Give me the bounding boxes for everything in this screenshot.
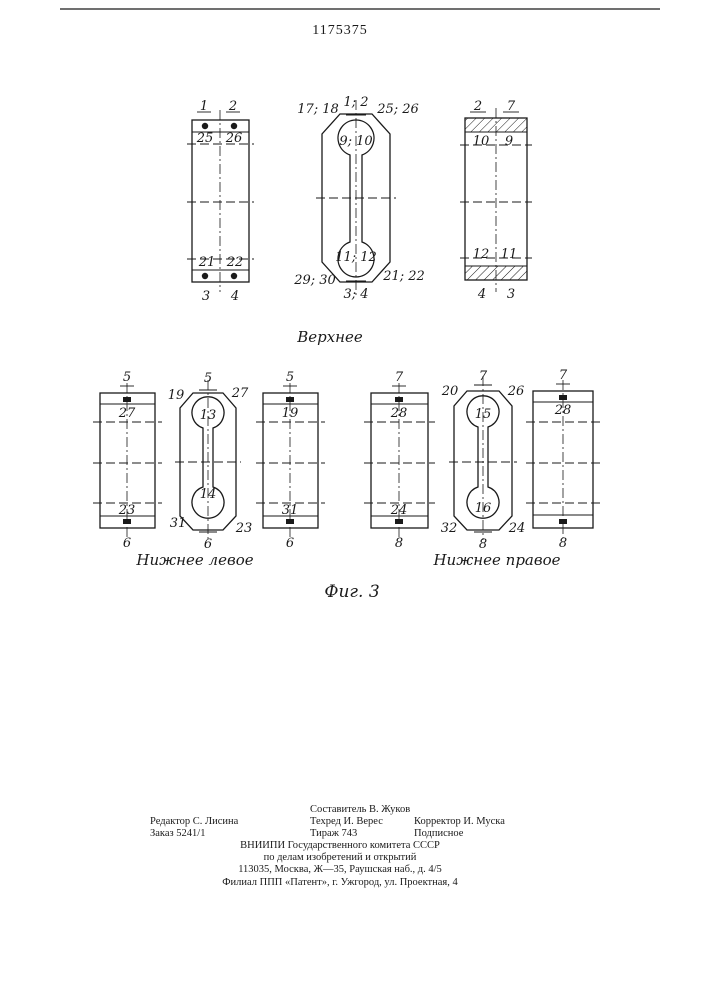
label: 31 — [170, 516, 187, 531]
label: 29; 30 — [293, 273, 336, 288]
label: 2 — [473, 99, 482, 114]
label: 7 — [559, 368, 568, 383]
label: 14 — [200, 487, 217, 502]
label: 6 — [204, 537, 212, 552]
square-marker-icon — [395, 519, 403, 524]
label: 5 — [286, 370, 294, 385]
label: 11 — [501, 247, 518, 262]
caption-lower-left: Нижнее левое — [135, 551, 253, 569]
figure-caption: Фиг. 3 — [324, 582, 379, 602]
imprint-org2: по делам изобретений и открытий — [264, 852, 417, 863]
dot-marker-icon — [231, 123, 237, 129]
label: 23 — [235, 521, 253, 536]
label: 6 — [286, 536, 294, 551]
label: 1 — [200, 99, 208, 114]
label: 19 — [168, 388, 185, 403]
label: 22 — [226, 255, 244, 270]
imprint-order: Заказ 5241/1 — [150, 828, 205, 839]
label: 4 — [230, 289, 239, 304]
label: 3; 4 — [343, 287, 368, 302]
label: 32 — [441, 521, 458, 536]
imprint-org1: ВНИИПИ Государственного комитета СССР — [240, 840, 440, 851]
label: 3 — [507, 287, 515, 302]
label: 7 — [507, 99, 516, 114]
label: 24 — [508, 521, 526, 536]
label: 15 — [475, 407, 492, 422]
label: 12 — [473, 247, 490, 262]
imprint-techred: Техред И. Верес — [310, 816, 383, 827]
dot-marker-icon — [231, 273, 237, 279]
label: 13 — [200, 408, 217, 423]
square-marker-icon — [123, 519, 131, 524]
label: 21; 22 — [382, 269, 425, 284]
label: 24 — [390, 503, 408, 518]
label: 5 — [123, 370, 131, 385]
top-left-part: 1 2 25 26 21 22 3 4 — [187, 99, 254, 304]
lower-right-right-part: 7 28 8 — [526, 368, 600, 551]
label: 8 — [559, 536, 567, 551]
imprint-editor: Редактор С. Лисина — [150, 816, 239, 827]
imprint-branch: Филиал ППП «Патент», г. Ужгород, ул. Про… — [222, 877, 458, 888]
label: 19 — [282, 406, 299, 421]
label: 31 — [282, 503, 299, 518]
label: 11; 12 — [335, 250, 377, 265]
label: 7 — [395, 370, 404, 385]
lower-right-center-part: 7 20 26 15 16 32 24 8 — [441, 369, 526, 552]
label: 9 — [505, 134, 513, 149]
label: 25; 26 — [376, 102, 419, 117]
caption-top: Верхнее — [296, 328, 363, 346]
square-marker-icon — [123, 397, 131, 402]
square-marker-icon — [559, 519, 567, 524]
lower-left-center-part: 5 19 27 13 14 31 23 6 — [168, 371, 253, 552]
label: 23 — [118, 503, 136, 518]
label: 5 — [204, 371, 212, 386]
square-marker-icon — [286, 397, 294, 402]
label: 6 — [123, 536, 131, 551]
label: 4 — [477, 287, 486, 302]
label: 27 — [231, 386, 249, 401]
lower-right-left-part: 7 28 24 8 — [364, 370, 435, 551]
label: 3 — [202, 289, 210, 304]
imprint-address: 113035, Москва, Ж—35, Раушская наб., д. … — [238, 864, 442, 875]
top-center-part: 1; 2 17; 18 25; 26 9; 10 11; 12 29; 30 2… — [293, 95, 425, 302]
square-marker-icon — [395, 397, 403, 402]
label: 16 — [475, 501, 492, 516]
label: 26 — [507, 384, 525, 399]
imprint-block: Составитель В. Жуков Редактор С. Лисина … — [150, 804, 505, 888]
label: 10 — [473, 134, 490, 149]
label: 1; 2 — [343, 95, 368, 110]
label: 20 — [441, 384, 459, 399]
square-marker-icon — [286, 519, 294, 524]
square-marker-icon — [559, 395, 567, 400]
label: 8 — [479, 537, 487, 552]
label: 27 — [118, 406, 136, 421]
imprint-subscription: Подписное — [414, 828, 464, 839]
imprint-circulation: Тираж 743 — [310, 828, 357, 839]
imprint-compiler: Составитель В. Жуков — [310, 804, 410, 815]
dot-marker-icon — [202, 123, 208, 129]
top-right-part: 2 7 10 9 12 11 4 3 — [460, 99, 532, 302]
caption-lower-right: Нижнее правое — [432, 551, 560, 569]
label: 26 — [225, 131, 243, 146]
label: 2 — [228, 99, 237, 114]
label: 25 — [196, 131, 214, 146]
dot-marker-icon — [202, 273, 208, 279]
label: 17; 18 — [297, 102, 339, 117]
lower-left-right-part: 5 19 31 6 — [256, 370, 325, 551]
patent-number: 1175375 — [312, 23, 367, 38]
label: 28 — [554, 403, 572, 418]
label: 21 — [198, 255, 216, 270]
lower-left-left-part: 5 27 23 6 — [93, 370, 162, 551]
label: 9; 10 — [339, 134, 372, 149]
label: 8 — [395, 536, 403, 551]
label: 7 — [479, 369, 488, 384]
imprint-corrector: Корректор И. Муска — [414, 816, 505, 827]
label: 28 — [390, 406, 408, 421]
